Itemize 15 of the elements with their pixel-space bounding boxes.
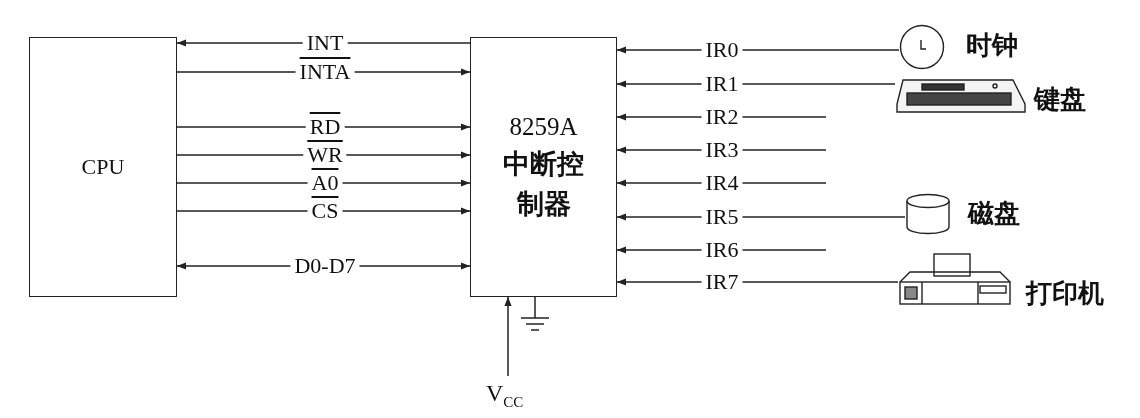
box-label: CPU xyxy=(81,153,125,181)
printer-icon xyxy=(898,252,1012,306)
controller-box xyxy=(470,37,617,297)
box-label: 中断控制器 xyxy=(502,148,585,221)
clock-icon xyxy=(899,24,945,70)
disk-icon xyxy=(905,193,951,236)
device-label: 打印机 xyxy=(1026,278,1104,310)
cpu-box xyxy=(29,37,177,297)
keyboard-icon xyxy=(895,78,1027,114)
arrow xyxy=(504,296,512,377)
device-label: 键盘 xyxy=(1034,84,1086,116)
device-label: 磁盘 xyxy=(968,198,1020,230)
supply-label: V$_{CC}$ xyxy=(486,378,532,412)
box-label: 8259A xyxy=(509,112,578,142)
device-label: 时钟 xyxy=(966,30,1018,62)
